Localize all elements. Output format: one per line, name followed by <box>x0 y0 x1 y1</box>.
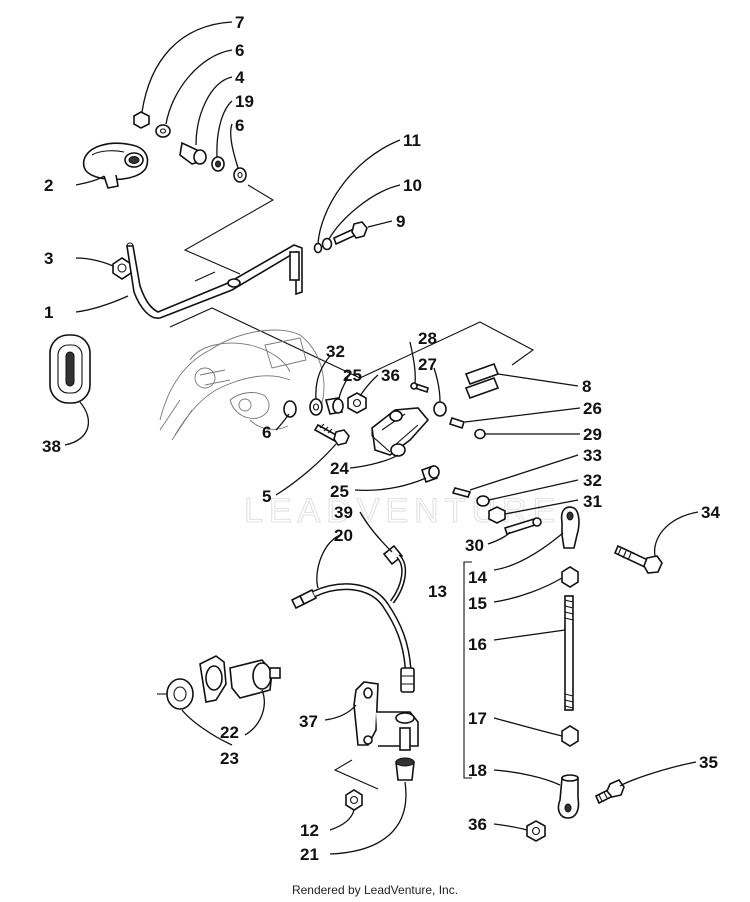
callout-10: 10 <box>403 176 422 195</box>
callout-1: 1 <box>44 303 53 322</box>
callout-22: 22 <box>220 723 239 742</box>
assembly-outline-lines <box>169 184 535 790</box>
washer-10 <box>321 237 333 251</box>
callout-6: 6 <box>235 116 244 135</box>
callout-9: 9 <box>396 212 405 231</box>
wire-harness-20 <box>290 583 415 693</box>
washer-6-top <box>155 124 171 138</box>
callout-15: 15 <box>468 594 487 613</box>
callout-36: 36 <box>381 366 400 385</box>
switch-22 <box>199 655 281 703</box>
callout-13: 13 <box>428 582 447 601</box>
callout-32: 32 <box>583 471 602 490</box>
washer-32-left <box>309 398 323 416</box>
cable-tie-39 <box>382 544 407 604</box>
callout-14: 14 <box>468 568 487 587</box>
nut-15 <box>561 566 579 588</box>
spacer-4 <box>179 141 207 165</box>
callout-33: 33 <box>583 446 602 465</box>
shift-knob <box>82 142 149 189</box>
bolt-5 <box>313 423 350 446</box>
footer-credit: Rendered by LeadVenture, Inc. <box>291 883 459 897</box>
assembly-13-bracket <box>463 561 472 779</box>
bushing-19 <box>211 156 225 172</box>
bolt-34 <box>613 544 663 574</box>
callout-30: 30 <box>465 536 484 555</box>
washer-32-right <box>476 495 490 507</box>
nut-36-bottom <box>526 820 546 842</box>
callout-16: 16 <box>468 635 487 654</box>
callout-7: 7 <box>235 13 244 32</box>
bushing-27 <box>433 401 447 417</box>
pad-8 <box>464 362 500 400</box>
washer-11 <box>313 242 323 254</box>
callout-29: 29 <box>583 425 602 444</box>
callout-37: 37 <box>299 712 318 731</box>
callout-6: 6 <box>262 423 271 442</box>
switch-21 <box>395 727 415 781</box>
nut-23 <box>157 678 194 710</box>
threaded-rod-16 <box>564 595 574 711</box>
callout-4: 4 <box>235 68 245 87</box>
callout-28: 28 <box>418 329 437 348</box>
watermark-text: LEADVENTURE <box>244 492 561 530</box>
boot-38 <box>49 334 91 404</box>
callout-3: 3 <box>44 249 53 268</box>
nut-36-top <box>347 392 367 414</box>
callout-39: 39 <box>334 503 353 522</box>
engine-block-sketch <box>159 329 325 441</box>
callout-11: 11 <box>403 131 421 150</box>
top-nut-7 <box>133 111 150 129</box>
bolt-9 <box>333 221 368 246</box>
callout-35: 35 <box>699 753 718 772</box>
callout-32: 32 <box>326 342 345 361</box>
callout-31: 31 <box>583 492 602 511</box>
callout-12: 12 <box>300 821 319 840</box>
callout-36: 36 <box>468 815 487 834</box>
bolt-35 <box>594 779 625 805</box>
callout-5: 5 <box>262 487 271 506</box>
callout-26: 26 <box>583 399 602 418</box>
callout-2: 2 <box>44 176 53 195</box>
nut-29 <box>474 428 486 440</box>
callout-38: 38 <box>42 437 61 456</box>
callout-25: 25 <box>343 366 362 385</box>
callout-6: 6 <box>235 41 244 60</box>
lever-nut <box>112 257 132 280</box>
screw-28 <box>410 382 429 394</box>
washer-6-mid <box>283 400 297 418</box>
callout-24: 24 <box>330 459 349 478</box>
callout-25: 25 <box>330 482 349 501</box>
leader-lines <box>64 21 699 855</box>
callout-19: 19 <box>235 92 254 111</box>
callout-23: 23 <box>220 749 239 768</box>
bushing-25-bottom <box>420 464 440 484</box>
pin-33 <box>451 487 472 498</box>
shift-lever-rod <box>126 242 303 319</box>
callout-labels: 7 6 4 19 6 2 3 1 11 10 9 38 32 25 36 28 … <box>42 13 720 864</box>
bushing-25-top <box>324 397 344 415</box>
nut-31 <box>488 506 506 524</box>
pin-26 <box>448 416 466 430</box>
rod-end-18 <box>557 774 580 819</box>
rod-end-14 <box>560 506 580 549</box>
callout-34: 34 <box>701 503 720 522</box>
callout-20: 20 <box>334 526 353 545</box>
washer-6-right <box>233 167 247 183</box>
callout-18: 18 <box>468 761 487 780</box>
nut-12 <box>345 789 363 811</box>
nut-17 <box>561 725 579 747</box>
callout-8: 8 <box>582 377 591 396</box>
callout-21: 21 <box>300 845 319 864</box>
bracket-24 <box>371 407 430 457</box>
callout-27: 27 <box>418 355 437 374</box>
callout-17: 17 <box>468 709 487 728</box>
screw-30 <box>503 517 542 536</box>
